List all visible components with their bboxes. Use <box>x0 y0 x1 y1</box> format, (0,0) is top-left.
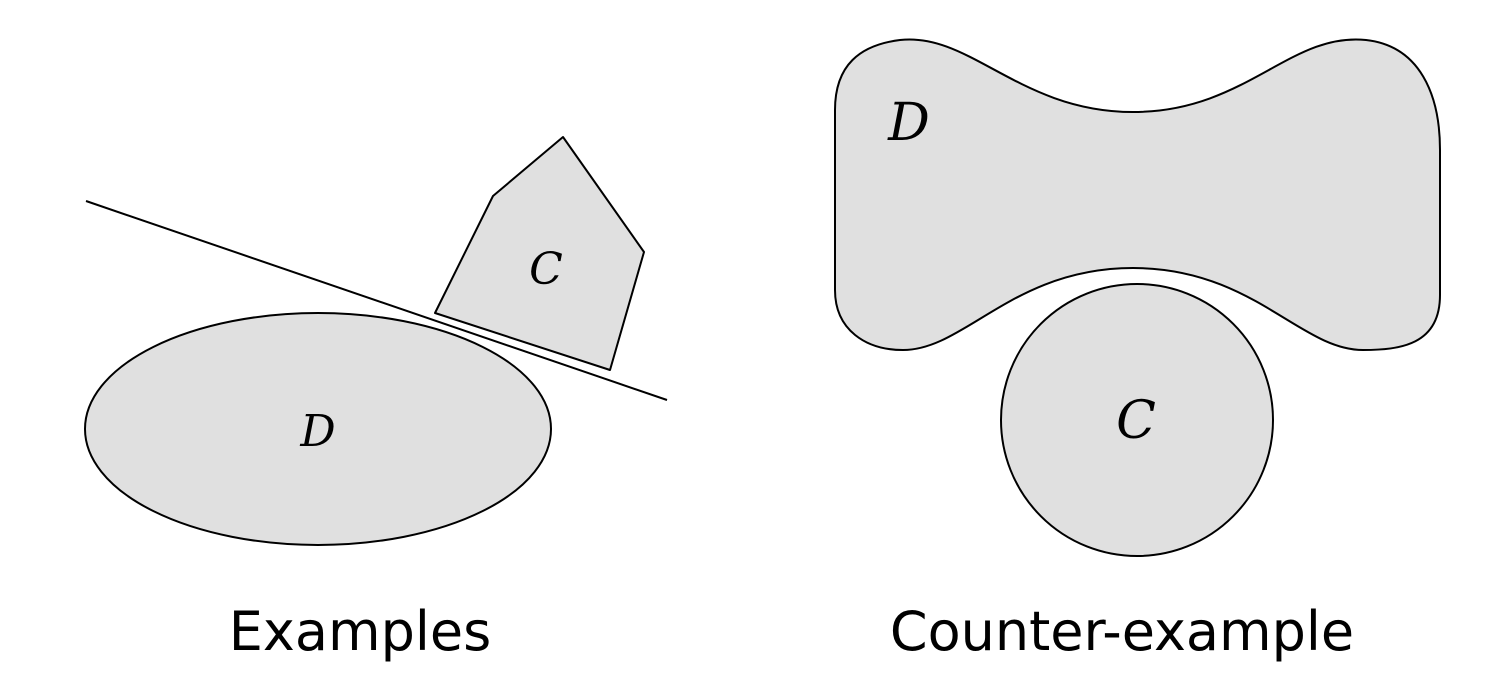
separating-line <box>85 200 668 401</box>
circle-label-c: C <box>1116 391 1156 451</box>
convex-set-d-ellipse <box>84 312 552 546</box>
counter-example-caption: Counter-example <box>890 600 1354 663</box>
examples-caption: Examples <box>229 600 491 663</box>
ellipse-label-d: D <box>299 406 335 457</box>
blob-label-d: D <box>887 93 930 153</box>
counter-example-panel: D C Counter-example <box>834 38 1441 663</box>
polygon-label-c: C <box>529 244 563 295</box>
convex-set-c-circle <box>1000 283 1274 557</box>
examples-panel: D C Examples <box>84 136 668 663</box>
convex-set-c-polygon <box>434 136 645 371</box>
nonconvex-set-d-blob <box>834 38 1441 351</box>
